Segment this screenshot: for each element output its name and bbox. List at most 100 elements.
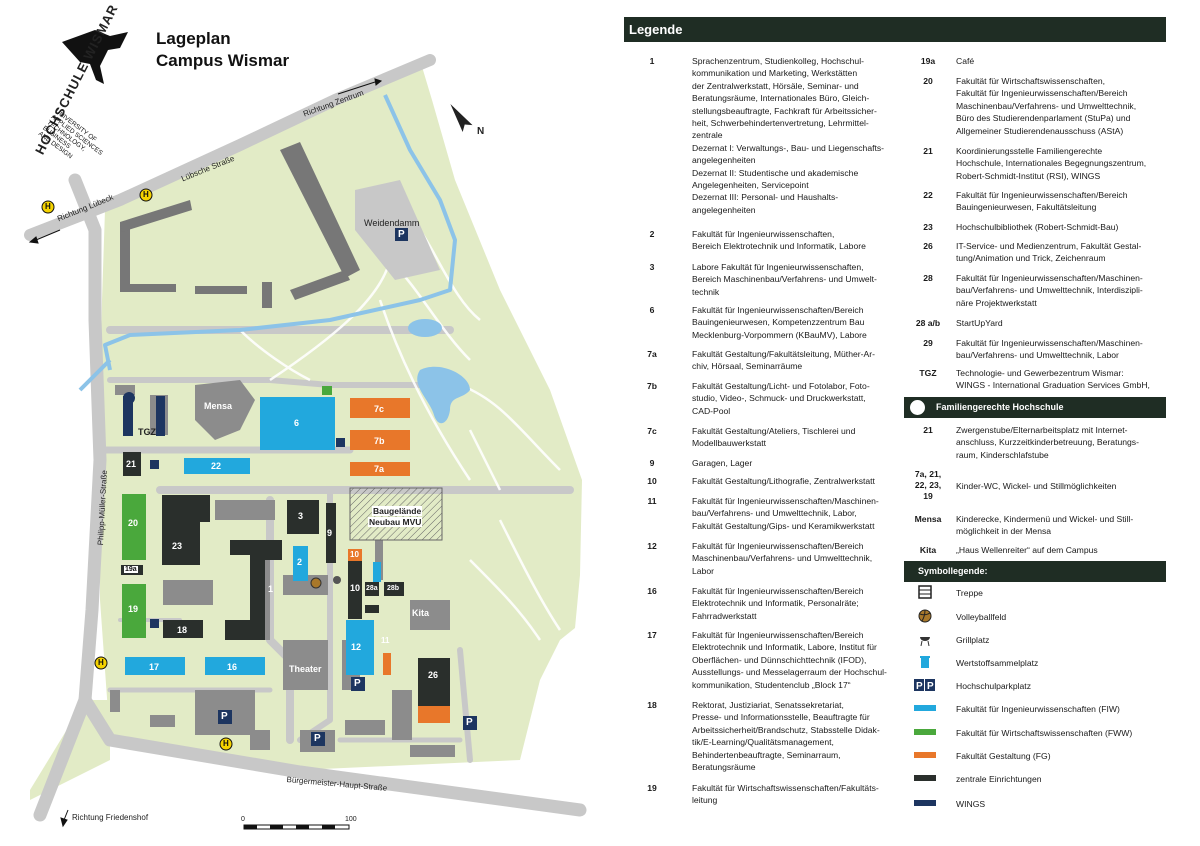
parking-south-1: P bbox=[221, 711, 228, 722]
legend-text: Fakultät für Wirtschaftswissenschaften, … bbox=[956, 76, 1137, 136]
legend-num: 22 bbox=[923, 190, 933, 200]
legend-num: 29 bbox=[923, 338, 933, 348]
legend-num: 12 bbox=[647, 541, 657, 551]
volleyball-icon bbox=[310, 577, 322, 589]
legend-text: Sprachenzentrum, Studienkolleg, Hochschu… bbox=[692, 56, 885, 215]
building-17[interactable]: 17 bbox=[149, 662, 160, 672]
legend-text: Garagen, Lager bbox=[692, 458, 753, 468]
legend-num: 1 bbox=[649, 56, 655, 66]
legend-num: 16 bbox=[647, 586, 657, 596]
legend-num: 26 bbox=[923, 241, 933, 251]
building-20[interactable]: 20 bbox=[128, 518, 139, 528]
legend-text: Kinderecke, Kindermenü und Wickel- und S… bbox=[956, 514, 1134, 537]
symbol-label: zentrale Einrichtungen bbox=[956, 774, 1042, 784]
central-buildings bbox=[121, 452, 450, 706]
symbol-label: Volleyballfeld bbox=[956, 612, 1007, 622]
legend-text: StartUpYard bbox=[956, 318, 1003, 328]
building-11[interactable]: 11 bbox=[381, 636, 390, 645]
parking-south-4: P bbox=[466, 717, 473, 728]
building-16[interactable]: 16 bbox=[227, 662, 238, 672]
legend-text: Fakultät Gestaltung/Lithografie, Zentral… bbox=[692, 476, 875, 486]
label-theater: Theater bbox=[289, 664, 322, 674]
bus-stops bbox=[41, 188, 233, 751]
pond-2 bbox=[417, 366, 470, 424]
building-7b[interactable]: 7b bbox=[374, 436, 385, 446]
map-title-line-1: Lageplan bbox=[156, 29, 231, 48]
pond-1 bbox=[408, 319, 442, 337]
legend-num: 9 bbox=[649, 458, 655, 468]
label-tgz: TGZ bbox=[138, 427, 156, 437]
legend-num: 23 bbox=[923, 222, 933, 232]
symbol-label: Fakultät für Wirtschaftswissenschaften (… bbox=[956, 728, 1133, 738]
legend-num: 19a bbox=[920, 56, 936, 66]
parking-signs bbox=[150, 228, 477, 746]
building-28b[interactable]: 28b bbox=[387, 585, 400, 592]
building-22[interactable]: 22 bbox=[211, 461, 222, 471]
building-10[interactable]: 10 bbox=[350, 583, 361, 593]
fiw-buildings bbox=[125, 397, 381, 675]
campus-area bbox=[100, 60, 582, 770]
legend-num: 2 bbox=[649, 229, 655, 239]
family-icon bbox=[910, 400, 925, 415]
building-21[interactable]: 21 bbox=[126, 459, 137, 469]
legend-text: Fakultät für Ingenieurwissenschaften/Ber… bbox=[692, 586, 864, 621]
legend-text: Koordinierungsstelle Familiengerechte Ho… bbox=[956, 146, 1147, 181]
building-19a[interactable]: 19a bbox=[124, 566, 138, 573]
fww-buildings bbox=[122, 494, 146, 638]
legend-num: 28 bbox=[923, 273, 933, 283]
legend-num: 7a bbox=[647, 349, 657, 359]
bus-stop-1: H bbox=[45, 202, 51, 211]
logo-figure bbox=[62, 30, 128, 84]
fg-swatch bbox=[914, 752, 936, 758]
map-title: Lageplan Campus Wismar bbox=[156, 28, 289, 72]
building-19[interactable]: 19 bbox=[128, 604, 139, 614]
legend-text: Fakultät für Ingenieurwissenschaften/Ber… bbox=[692, 541, 873, 576]
map-graphic bbox=[24, 30, 587, 830]
legend-text: Fakultät für Ingenieurwissenschaften/Mas… bbox=[692, 496, 879, 531]
scale-label-start: 0 bbox=[241, 816, 245, 823]
building-3[interactable]: 3 bbox=[298, 511, 304, 521]
building-1[interactable]: 1 bbox=[268, 584, 274, 594]
building-7c[interactable]: 7c bbox=[374, 404, 385, 414]
legend-text: Hochschulbibliothek (Robert-Schmidt-Bau) bbox=[956, 222, 1119, 232]
family-section-header: Familiengerechte Hochschule bbox=[904, 397, 1166, 418]
bus-stop-2: H bbox=[143, 190, 149, 199]
symbol-label: WINGS bbox=[956, 799, 986, 809]
grill-icon bbox=[920, 637, 930, 646]
legend-num: 19 bbox=[647, 783, 657, 793]
building-18[interactable]: 18 bbox=[177, 625, 188, 635]
building-6[interactable]: 6 bbox=[294, 418, 300, 428]
building-12[interactable]: 12 bbox=[351, 642, 362, 652]
fg-buildings bbox=[348, 398, 450, 723]
legend-num: 6 bbox=[649, 305, 655, 315]
svg-text:P: P bbox=[916, 681, 923, 692]
fww-swatch bbox=[914, 729, 936, 735]
building-9[interactable]: 9 bbox=[327, 528, 333, 538]
family-section-title: Familiengerechte Hochschule bbox=[936, 402, 1064, 412]
building-2[interactable]: 2 bbox=[297, 557, 303, 567]
legend-num: TGZ bbox=[919, 368, 937, 378]
symbol-label: Wertstoffsammelplatz bbox=[956, 658, 1039, 668]
bus-stop-3: H bbox=[98, 658, 104, 667]
building-23[interactable]: 23 bbox=[172, 541, 183, 551]
stairs-icon bbox=[918, 585, 932, 599]
recycling-bin-icon bbox=[920, 656, 930, 668]
building-10-fg[interactable]: 10 bbox=[350, 550, 359, 559]
building-26[interactable]: 26 bbox=[428, 670, 439, 680]
legend-text: Rektorat, Justiziariat, Senatssekretaria… bbox=[692, 700, 880, 773]
building-28a[interactable]: 28a bbox=[366, 585, 378, 592]
north-label: N bbox=[477, 126, 485, 137]
legend-text: Fakultät Gestaltung/Fakultätsleitung, Mü… bbox=[692, 349, 875, 372]
scale-bar bbox=[243, 824, 350, 830]
legend-text: Technologie- und Gewerbezentrum Wismar: … bbox=[956, 368, 1150, 391]
legend-num: 3 bbox=[649, 262, 655, 272]
label-mensa: Mensa bbox=[204, 401, 233, 411]
volleyball-icon bbox=[918, 609, 932, 623]
scale-label-end: 100 bbox=[345, 816, 357, 823]
parking-weidendamm: P bbox=[398, 229, 405, 240]
legend-num: 18 bbox=[647, 700, 657, 710]
building-7a[interactable]: 7a bbox=[374, 464, 385, 474]
wings-buildings bbox=[123, 392, 165, 436]
symbol-label: Fakultät für Ingenieurwissenschaften (FI… bbox=[956, 704, 1120, 714]
